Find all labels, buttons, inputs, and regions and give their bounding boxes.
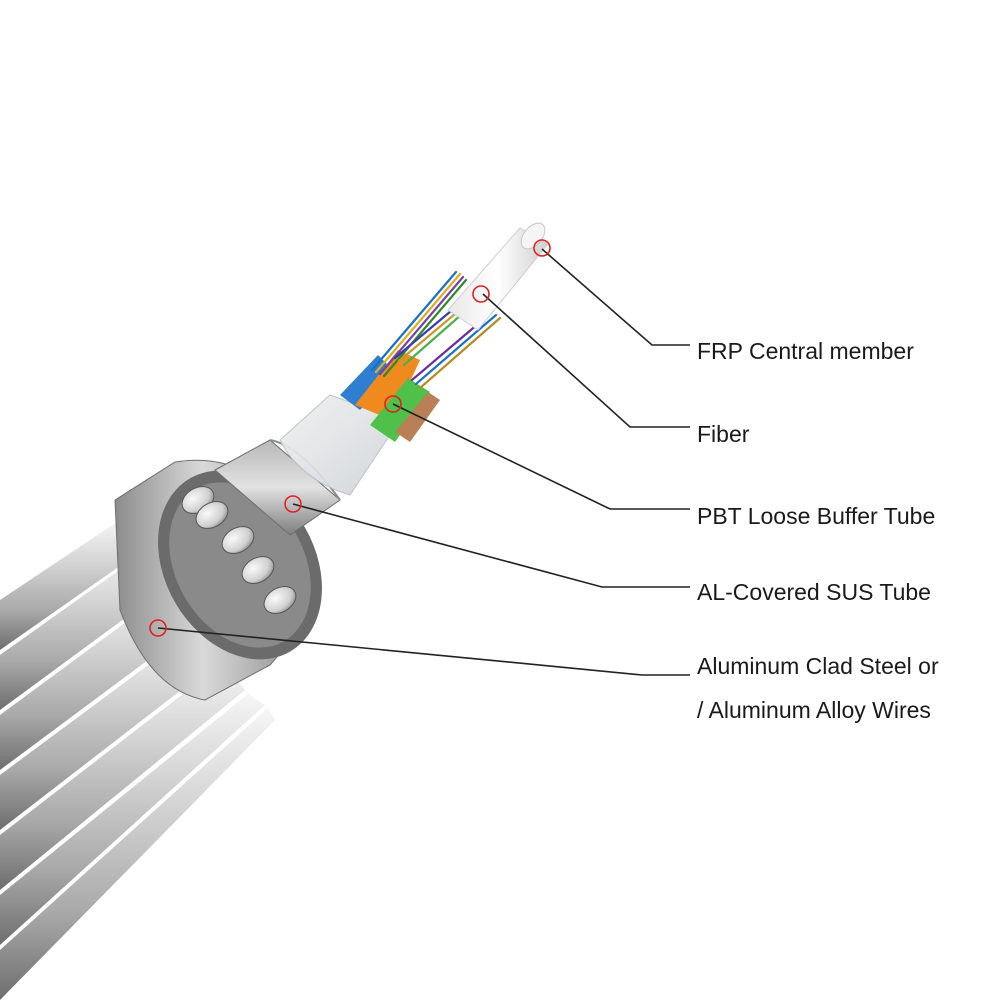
outer-wire bbox=[0, 663, 245, 890]
label-aluminum-clad-steel-line2: / Aluminum Alloy Wires bbox=[697, 697, 931, 723]
label-fiber: Fiber bbox=[697, 421, 750, 447]
callout-marker-fiber bbox=[472, 285, 490, 303]
green-tube bbox=[370, 378, 430, 442]
leader-line-acs bbox=[157, 627, 690, 676]
leader-line-frp bbox=[541, 248, 690, 346]
leader-lines bbox=[157, 248, 690, 676]
outer-wire bbox=[0, 694, 265, 945]
callout-markers bbox=[149, 239, 551, 637]
pbt-buffer-tube bbox=[279, 394, 401, 496]
outer-wire bbox=[0, 520, 150, 650]
label-aluminum-clad-steel-line1: Aluminum Clad Steel or bbox=[697, 653, 939, 679]
inner-wire-ends bbox=[181, 486, 297, 614]
callout-marker-frp bbox=[533, 239, 551, 257]
callout-marker-pbt bbox=[384, 395, 402, 413]
label-pbt-loose-buffer-tube: PBT Loose Buffer Tube bbox=[697, 503, 936, 529]
callout-marker-sus bbox=[284, 495, 302, 513]
outer-wire bbox=[0, 708, 275, 1000]
leader-line-fiber bbox=[482, 293, 690, 428]
outer-stranded-wires bbox=[0, 520, 275, 1000]
leader-line-pbt bbox=[392, 403, 690, 510]
orange-tube bbox=[355, 350, 420, 420]
brown-tube bbox=[395, 392, 440, 442]
label-frp-central-member: FRP Central member bbox=[697, 338, 914, 364]
label-al-covered-sus-tube: AL-Covered SUS Tube bbox=[697, 579, 931, 605]
leader-line-sus bbox=[292, 503, 690, 588]
inner-color-tubes bbox=[340, 350, 440, 442]
frp-central-member bbox=[447, 222, 549, 331]
callout-marker-acs bbox=[149, 619, 167, 637]
blue-tube bbox=[340, 355, 395, 410]
